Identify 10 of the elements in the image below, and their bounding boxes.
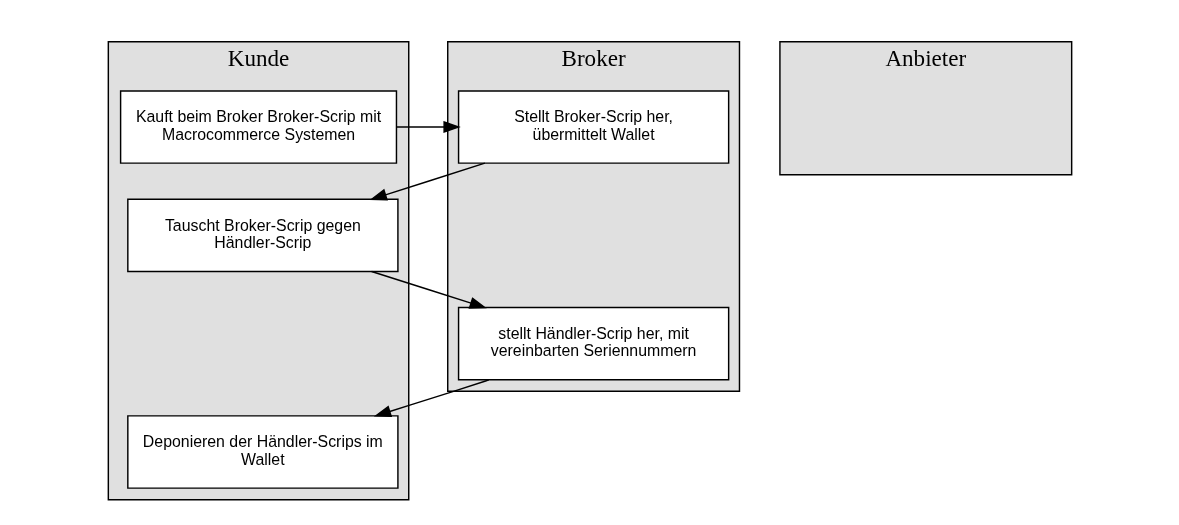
arrow <box>370 270 487 309</box>
node-box: Kauft beim Broker Broker-Scrip mit Macrocommerce Systemen <box>119 90 397 164</box>
arrow <box>395 120 461 134</box>
arrow <box>373 379 490 418</box>
arrow <box>369 162 486 201</box>
node-box: Deponieren der Händler-Scrips im Wallet <box>126 415 399 489</box>
node-box: Anbieter <box>778 41 1072 176</box>
node-box: Stellt Broker-Scrip her, übermittelt Wallet <box>457 90 729 164</box>
node-box: Tauscht Broker-Scrip gegen Händler-Scrip <box>126 198 399 273</box>
node-box: stellt Händler-Scrip her, mit vereinbarten Seriennummern <box>457 306 729 381</box>
